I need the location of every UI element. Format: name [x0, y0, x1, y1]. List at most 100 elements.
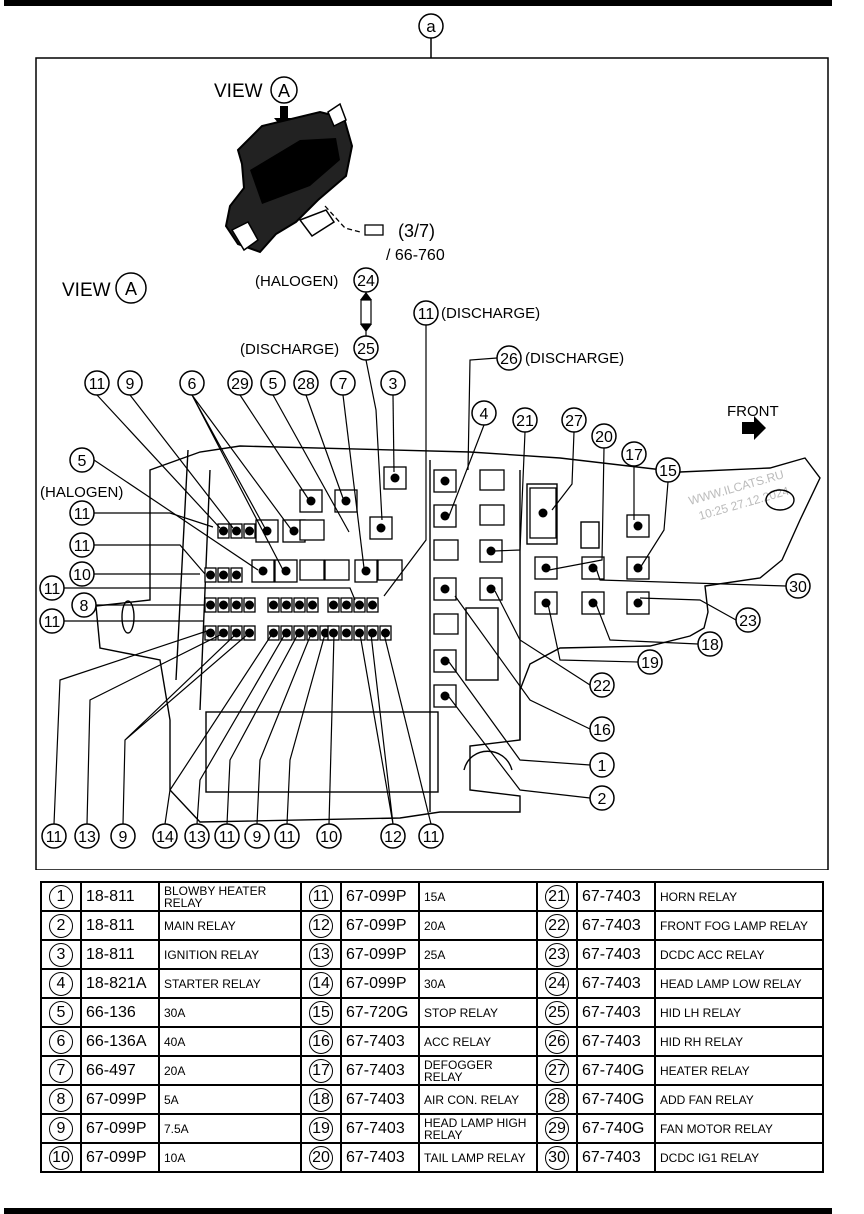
part-description: HEAD LAMP LOW RELAY [660, 976, 802, 991]
callout-17: 17 [621, 441, 647, 467]
item-number: 8 [49, 1087, 73, 1112]
socket-dot [368, 628, 377, 638]
part-number: 67-099P [80, 1113, 160, 1144]
socket-dot [269, 600, 278, 610]
leader-line [272, 394, 350, 533]
leader-line [256, 633, 312, 825]
callout-number: 1 [598, 758, 607, 775]
callout-number: 14 [156, 829, 174, 846]
socket-dot [355, 600, 364, 610]
item-number: 3 [49, 942, 73, 967]
item-number-cell: 15 [300, 997, 342, 1028]
part-description: STOP RELAY [424, 1005, 499, 1020]
discharge-26-text: (DISCHARGE) [525, 350, 624, 367]
part-description: 30A [164, 1005, 186, 1020]
part-number: 18-811 [80, 881, 160, 912]
callout-number: 21 [516, 413, 534, 430]
callout-number: 7 [339, 376, 348, 393]
part-number: 67-7403 [576, 910, 656, 941]
part-description-cell: DCDC ACC RELAY [654, 939, 824, 970]
part-description: ADD FAN RELAY [660, 1092, 754, 1107]
callout-9-top: 9 [117, 370, 143, 396]
part-description: 30A [424, 976, 446, 991]
callout-number: 10 [73, 567, 91, 584]
callout-number: 17 [625, 447, 643, 464]
socket-dot [206, 570, 215, 580]
socket-dot [219, 526, 228, 536]
part-number: 67-099P [80, 1142, 160, 1173]
part-description: FAN MOTOR RELAY [660, 1121, 773, 1136]
part-number: 67-7403 [576, 881, 656, 912]
screw-qty: (3/7) [398, 221, 435, 241]
callout-number: 11 [46, 829, 63, 846]
part-description-cell: MAIN RELAY [158, 910, 302, 941]
part-description: 25A [424, 947, 446, 962]
leader-line [226, 633, 299, 825]
part-description-cell: AIR CON. RELAY [418, 1084, 538, 1115]
part-description-cell: HEAD LAMP LOW RELAY [654, 968, 824, 999]
part-description-cell: 40A [158, 1026, 302, 1057]
callout-number: 11 [74, 538, 91, 555]
item-number: 17 [309, 1058, 333, 1083]
part-description-cell: BLOWBY HEATER RELAY [158, 881, 302, 912]
item-number: 13 [309, 942, 333, 967]
leader-line [467, 357, 498, 471]
fuse-box-diagram: a VIEW A (3/7) / 66-760 VIEW A (HALOGEN)… [35, 13, 829, 870]
part-description: 7.5A [164, 1121, 189, 1136]
item-number-cell: 28 [536, 1084, 578, 1115]
part-description-cell: STARTER RELAY [158, 968, 302, 999]
part-number: 67-7403 [340, 1055, 420, 1086]
item-number-cell: 5 [40, 997, 82, 1028]
callout-24: 24 [353, 267, 379, 293]
callout-number: 20 [595, 429, 613, 446]
item-number: 6 [49, 1029, 73, 1054]
part-number: 67-7403 [576, 1026, 656, 1057]
callout-21: 21 [512, 407, 538, 433]
callout-25: 25 [353, 335, 379, 361]
item-number: 4 [49, 971, 73, 996]
socket-dot [588, 598, 598, 608]
part-number: 66-136 [80, 997, 160, 1028]
item-number: 10 [49, 1145, 73, 1170]
part-number: 67-099P [340, 881, 420, 912]
callout-1: 1 [589, 752, 615, 778]
callout-number: 11 [44, 581, 61, 598]
leader-line [122, 633, 249, 825]
socket-dot [361, 566, 371, 576]
callout-26: 26 [496, 345, 522, 371]
part-description: HEAD LAMP HIGH RELAY [424, 1115, 527, 1142]
item-number: 12 [309, 913, 333, 938]
leader-line [448, 696, 591, 799]
callout-number: 13 [188, 829, 206, 846]
callout-30: 30 [785, 573, 811, 599]
part-number: 67-7403 [576, 997, 656, 1028]
part-number: 18-811 [80, 939, 160, 970]
part-description-cell: 30A [158, 997, 302, 1028]
bottom-border [4, 1208, 832, 1214]
callout-number: 10 [320, 829, 338, 846]
item-number-cell: 17 [300, 1055, 342, 1086]
callout-number: 15 [659, 463, 677, 480]
part-description-cell: HID RH RELAY [654, 1026, 824, 1057]
socket-dot [440, 691, 450, 701]
socket-dot [633, 598, 643, 608]
callout-15: 15 [655, 457, 681, 483]
callout-29-top: 29 [227, 370, 253, 396]
socket-dot [355, 628, 364, 638]
callout-11-top: 11 [84, 370, 110, 396]
socket-dot [308, 628, 317, 638]
socket-dot [440, 656, 450, 666]
part-description: 5A [164, 1092, 179, 1107]
part-description: DCDC IG1 RELAY [660, 1150, 760, 1165]
part-description: DEFOGGER RELAY [424, 1057, 493, 1084]
callout-13-bottom-a: 13 [74, 823, 100, 849]
part-description-cell: HID LH RELAY [654, 997, 824, 1028]
callout-number: 27 [565, 413, 583, 430]
part-description-cell: ADD FAN RELAY [654, 1084, 824, 1115]
part-description-cell: 7.5A [158, 1113, 302, 1144]
callout-2: 2 [589, 785, 615, 811]
part-description-cell: HEAD LAMP HIGH RELAY [418, 1113, 538, 1144]
